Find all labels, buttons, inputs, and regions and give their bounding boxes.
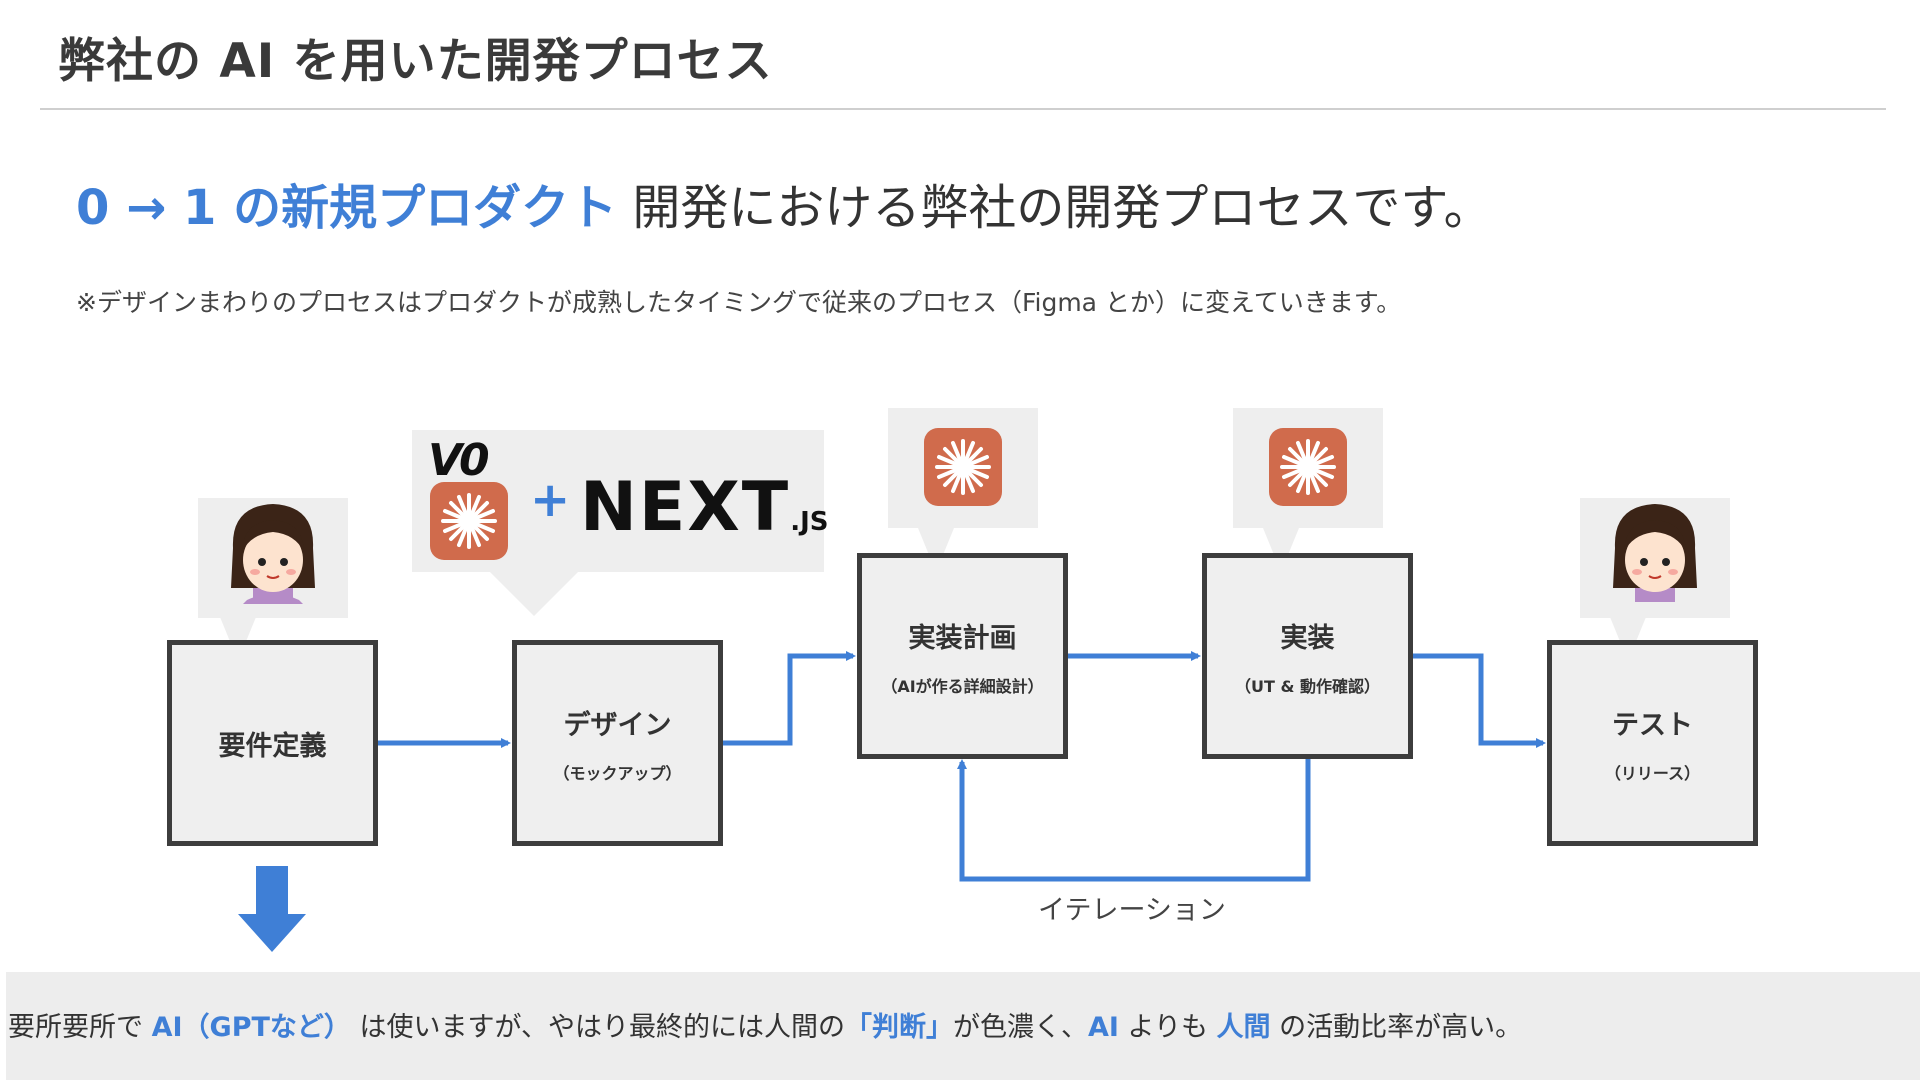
iteration-loop-arrow (957, 756, 1311, 882)
headline-accent: 0 → 1 の新規プロダクト (76, 180, 618, 236)
step-sublabel: （UT & 動作確認） (1234, 676, 1380, 696)
step-label: 要件定義 (218, 730, 327, 762)
plus-sign: + (530, 472, 571, 528)
headline: 0 → 1 の新規プロダクト 開発における弊社の開発プロセスです。 (76, 168, 1492, 238)
nextjs-logo: NEXT.JS (580, 468, 828, 547)
nextjs-logo-suffix: .JS (790, 507, 829, 537)
step-design: デザイン （モックアップ） (512, 640, 723, 846)
summary-a3: AI (1087, 1012, 1119, 1043)
step-sublabel: （リリース） (1604, 763, 1701, 783)
step-implementation: 実装 （UT & 動作確認） (1202, 553, 1413, 759)
arrow-impl-to-test (1411, 653, 1546, 748)
step-label: デザイン (563, 709, 672, 741)
step-label: 実装 (1280, 622, 1335, 654)
step-label: テスト (1612, 709, 1693, 741)
step-implementation-plan: 実装計画 （AIが作る詳細設計） (857, 553, 1068, 759)
summary-a1: AI（GPTなど） (151, 1012, 351, 1043)
title-divider (40, 108, 1886, 110)
summary-t4: よりも (1118, 1012, 1217, 1043)
v0-logo: V0 (428, 435, 490, 486)
step-test: テスト （リリース） (1547, 640, 1758, 846)
summary-a2: 「判断」 (844, 1012, 953, 1043)
down-arrow-icon (238, 866, 306, 952)
design-process-note: ※デザインまわりのプロセスはプロダクトが成熟したタイミングで従来のプロセス（Fi… (76, 288, 1402, 317)
step-sublabel: （AIが作る詳細設計） (881, 676, 1044, 696)
arrow-design-to-plan (721, 651, 856, 746)
summary-t2: は使いますが、やはり最終的には人間の (350, 1012, 845, 1043)
page-title: 弊社の AI を用いた開発プロセス (58, 34, 773, 89)
summary-a4: 人間 (1216, 1012, 1271, 1043)
summary-t1: 要所要所で (8, 1012, 152, 1043)
summary-t5: の活動比率が高い。 (1270, 1012, 1523, 1043)
headline-rest: 開発における弊社の開発プロセスです。 (617, 180, 1492, 236)
nextjs-logo-main: NEXT (580, 468, 791, 547)
step-sublabel: （モックアップ） (553, 763, 682, 783)
summary-bar (6, 972, 1920, 1080)
step-requirements: 要件定義 (167, 640, 378, 846)
step-label: 実装計画 (908, 622, 1017, 654)
summary-t3: が色濃く、 (952, 1012, 1088, 1043)
summary-text: 要所要所で AI（GPTなど） は使いますが、やはり最終的には人間の「判断」が色… (8, 1005, 1522, 1044)
iteration-label: イテレーション (1038, 895, 1226, 926)
